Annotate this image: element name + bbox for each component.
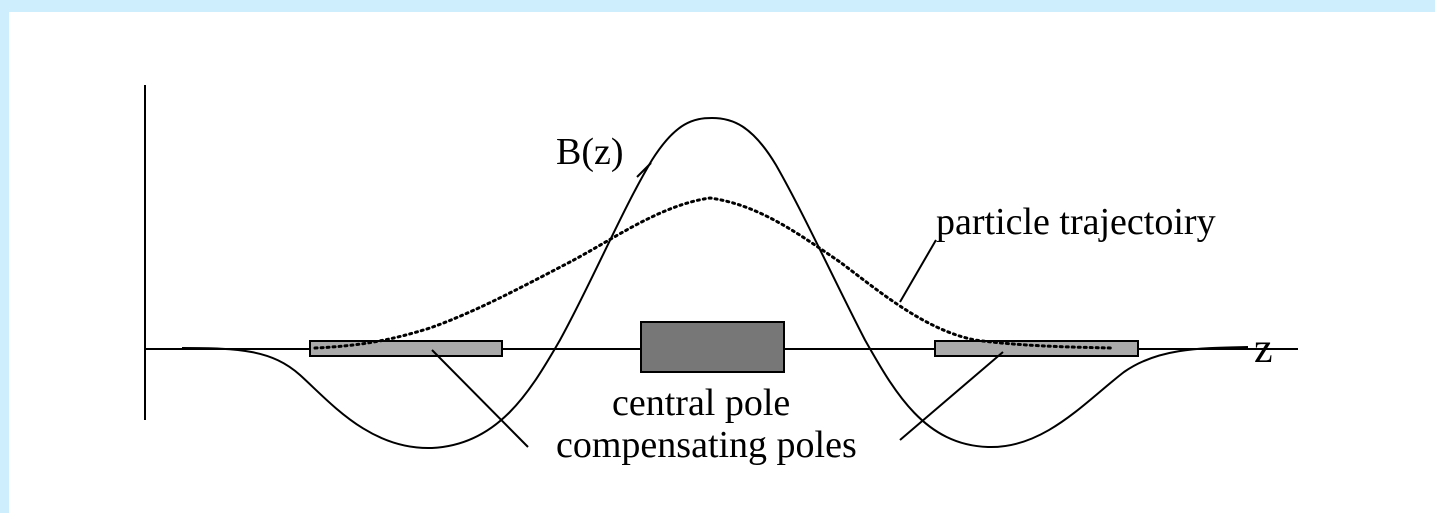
diagram-canvas xyxy=(9,12,1435,513)
field-label-leader xyxy=(636,162,652,178)
field-label: B(z) xyxy=(556,131,624,173)
central-pole-label: central pole xyxy=(612,382,790,424)
trajectory-label: particle trajectoiry xyxy=(936,201,1216,243)
compensating-pole-left xyxy=(309,340,503,357)
z-axis-label: z xyxy=(1254,326,1273,372)
trajectory-curve xyxy=(313,196,1114,350)
compensating-pole-right xyxy=(934,340,1139,357)
field-curve xyxy=(181,116,1249,450)
compensating-poles-label: compensating poles xyxy=(556,424,857,466)
central-pole xyxy=(640,321,785,373)
trajectory-label-leader xyxy=(899,239,937,303)
compensating-pole-left-leader xyxy=(431,349,529,448)
compensating-pole-right-leader xyxy=(899,351,1004,441)
